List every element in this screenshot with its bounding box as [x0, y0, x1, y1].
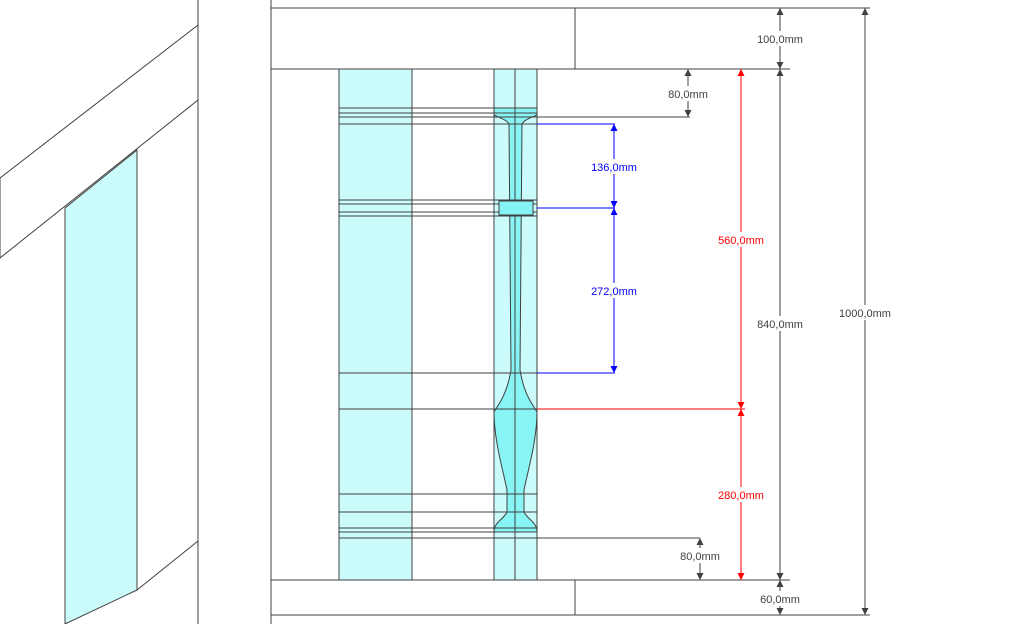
dim-total-height-label: 1000,0mm — [839, 308, 891, 320]
top-beam — [270, 7, 576, 70]
dim-top-beam-label: 100,0mm — [757, 34, 803, 46]
dimension-lines — [610, 7, 869, 615]
dim-top-gap-label: 80,0mm — [668, 89, 708, 101]
bottom-beam — [270, 579, 576, 616]
perspective-rail-lower — [136, 540, 199, 591]
square-post — [338, 68, 413, 581]
dim-inner-height-label: 840,0mm — [757, 319, 803, 331]
extension-lines — [537, 7, 870, 616]
horizontal-rails — [271, 68, 690, 539]
dim-bottom-beam-label: 60,0mm — [760, 594, 800, 606]
dim-upper-part-label: 560,0mm — [718, 235, 764, 247]
dimension-labels: 100,0mm 80,0mm 136,0mm 272,0mm 560,0mm 2… — [586, 31, 897, 606]
dim-lower-part-label: 280,0mm — [718, 490, 764, 502]
dim-spacing-upper-label: 136,0mm — [591, 162, 637, 174]
front-elevation — [270, 0, 690, 624]
dim-bottom-gap-label: 80,0mm — [680, 551, 720, 563]
dim-spacing-lower-label: 272,0mm — [591, 286, 637, 298]
baluster-knot — [498, 200, 534, 216]
perspective-post — [64, 148, 138, 624]
perspective-view — [0, 0, 199, 624]
